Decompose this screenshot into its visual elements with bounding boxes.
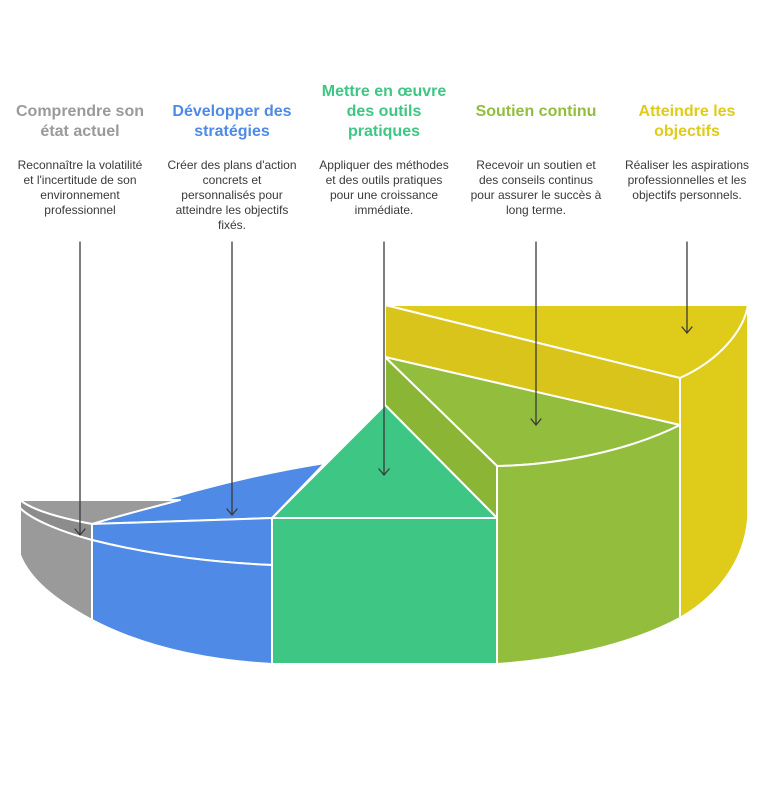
step-title: Développer des stratégies xyxy=(172,103,292,140)
segment-atteindre-objectifs xyxy=(384,304,749,619)
step-description: Reconnaître la volatilité et l'incertitu… xyxy=(17,158,143,217)
step-title: Comprendre son état actuel xyxy=(15,103,144,140)
arrow-comprendre xyxy=(74,241,86,536)
step-description: Créer des plans d'action concrets et per… xyxy=(167,158,297,232)
arrow-mettre-en-oeuvre xyxy=(378,241,390,476)
step-soutien: Soutien continu Recevoir un soutien et d… xyxy=(468,0,604,240)
step-title: Soutien continu xyxy=(475,103,597,120)
step-description: Recevoir un soutien et des conseils cont… xyxy=(470,158,602,217)
step-mettre-en-oeuvre: Mettre en œuvre des outils pratiques App… xyxy=(316,0,452,240)
step-description: Réaliser les aspirations professionnelle… xyxy=(624,158,750,202)
step-atteindre: Atteindre les objectifs Réaliser les asp… xyxy=(619,0,755,240)
segment-comprendre-etat xyxy=(19,499,181,621)
step-developper: Développer des stratégies Créer des plan… xyxy=(164,0,300,240)
segment-soutien-continu xyxy=(384,356,681,665)
arrow-atteindre xyxy=(681,241,693,334)
step-description: Appliquer des méthodes et des outils pra… xyxy=(319,158,449,217)
arrow-soutien xyxy=(530,241,542,426)
step-title: Mettre en œuvre des outils pratiques xyxy=(321,83,447,140)
segment-developper-strategies xyxy=(91,462,326,665)
step-title: Atteindre les objectifs xyxy=(638,103,736,140)
step-comprendre: Comprendre son état actuel Reconnaître l… xyxy=(12,0,148,240)
arrow-developper xyxy=(226,241,238,516)
